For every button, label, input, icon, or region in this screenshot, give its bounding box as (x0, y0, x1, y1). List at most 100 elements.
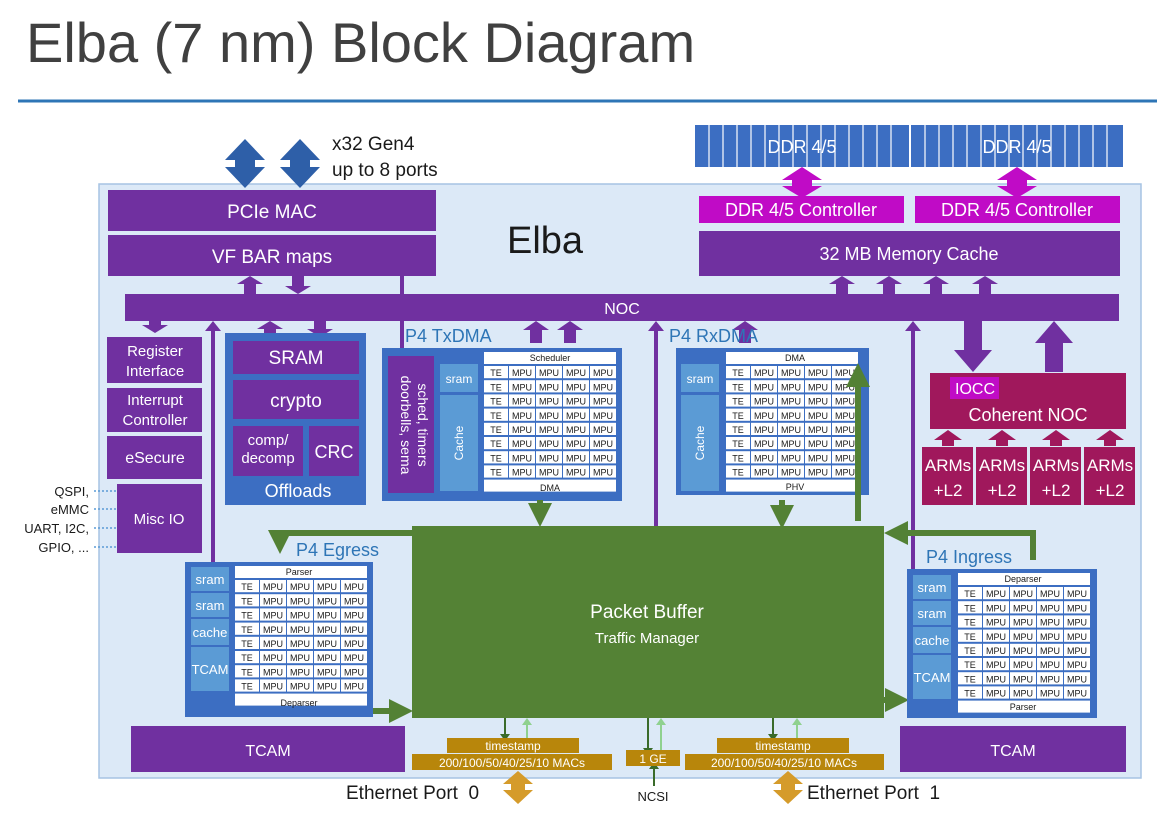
txdma-cell-label: MPU (593, 411, 613, 421)
pcie-mac-block (108, 190, 436, 231)
rxdma-cell (751, 451, 777, 464)
txdma-cell (563, 465, 589, 478)
egress-cell (235, 580, 259, 593)
ingress-cell-label: MPU (986, 603, 1006, 613)
txdma-cell (509, 394, 535, 407)
egress-cell (235, 636, 259, 649)
offload-comp (233, 426, 303, 476)
ingress-side-2 (913, 627, 951, 653)
rxdma-cell (778, 422, 804, 435)
ddr-controller-1 (915, 196, 1120, 223)
ingress-cell-label: TE (964, 660, 976, 670)
ingress-footer: Parser (1010, 702, 1037, 712)
ncsi-label: NCSI (637, 789, 668, 804)
coherent-noc-label: Coherent NOC (968, 405, 1087, 425)
egress-cell (260, 651, 286, 664)
ingress-cell-label: MPU (986, 689, 1006, 699)
arm-core-label-line1: ARMs (1033, 456, 1079, 475)
arm-arrow (1042, 430, 1070, 446)
egress-cell (341, 679, 367, 692)
ingress-cell (1064, 658, 1090, 671)
egress-cell-label: MPU (290, 667, 310, 677)
vf-bar-label: VF BAR maps (212, 247, 332, 268)
egress-cell (260, 622, 286, 635)
egress-cell (235, 651, 259, 664)
egress-cell (260, 636, 286, 649)
ingress-cell-label: MPU (1040, 689, 1060, 699)
rxdma-cell (778, 451, 804, 464)
rxdma-cell-label: MPU (808, 439, 828, 449)
ingress-cell-label: MPU (1067, 646, 1087, 656)
egress-cell (314, 679, 340, 692)
egress-cell-label: MPU (263, 682, 283, 692)
ingress-cell (983, 658, 1009, 671)
arm-core-label-line2: +L2 (934, 481, 963, 500)
rxdma-cell-label: MPU (808, 425, 828, 435)
offloads-label: Offloads (265, 481, 332, 501)
rxdma-cache (681, 395, 719, 491)
txdma-cell-label: MPU (512, 411, 532, 421)
ingress-cell (958, 587, 982, 600)
ingress-cell (1064, 643, 1090, 656)
arm-core (1084, 447, 1135, 505)
txdma-cell-label: MPU (539, 397, 559, 407)
txdma-cell (509, 380, 535, 393)
egress-cell-label: MPU (317, 625, 337, 635)
ingress-cell (958, 686, 982, 699)
ingress-cell-label: MPU (1067, 660, 1087, 670)
txdma-cell (509, 366, 535, 379)
ingress-cell (1037, 658, 1063, 671)
txdma-cell (536, 408, 562, 421)
misc-io-gpio: GPIO, ... (38, 540, 89, 555)
txdma-cell (509, 465, 535, 478)
txdma-cell-label: MPU (512, 425, 532, 435)
register-interface-block (107, 337, 202, 383)
txdma-cell (484, 366, 508, 379)
egress-cell (341, 636, 367, 649)
txdma-cell (484, 437, 508, 450)
rxdma-cell-label: MPU (835, 425, 855, 435)
rxdma-cell-label: MPU (781, 439, 801, 449)
misc-io-uart: UART, I2C, (24, 521, 89, 536)
rxdma-cell (832, 422, 858, 435)
ingress-cell-label: MPU (1067, 618, 1087, 628)
rxdma-cell-label: MPU (781, 397, 801, 407)
egress-cell (314, 622, 340, 635)
txdma-cell-label: MPU (539, 411, 559, 421)
egress-cell-label: MPU (290, 625, 310, 635)
egress-cell (235, 594, 259, 607)
ingress-cell-label: MPU (1040, 674, 1060, 684)
iocc-label: IOCC (955, 381, 995, 398)
egress-cell-label: MPU (290, 596, 310, 606)
egress-cell-label: MPU (290, 639, 310, 649)
rxdma-cell (751, 408, 777, 421)
ingress-cell (958, 658, 982, 671)
rxdma-cell-label: MPU (808, 453, 828, 463)
ingress-cell (983, 643, 1009, 656)
txdma-cell (590, 408, 616, 421)
egress-cell-label: TE (241, 582, 253, 592)
txdma-cell (484, 394, 508, 407)
egress-cell (287, 651, 313, 664)
ingress-cell-label: TE (964, 646, 976, 656)
iocc-block (950, 377, 999, 399)
offload-sram-label: SRAM (269, 348, 324, 369)
egress-cell (260, 594, 286, 607)
misc-io-qspi: QSPI, (54, 484, 89, 499)
egress-cell-label: TE (241, 667, 253, 677)
txdma-cell-label: MPU (593, 439, 613, 449)
macs-1-label: 200/100/50/40/25/10 MACs (711, 756, 857, 770)
